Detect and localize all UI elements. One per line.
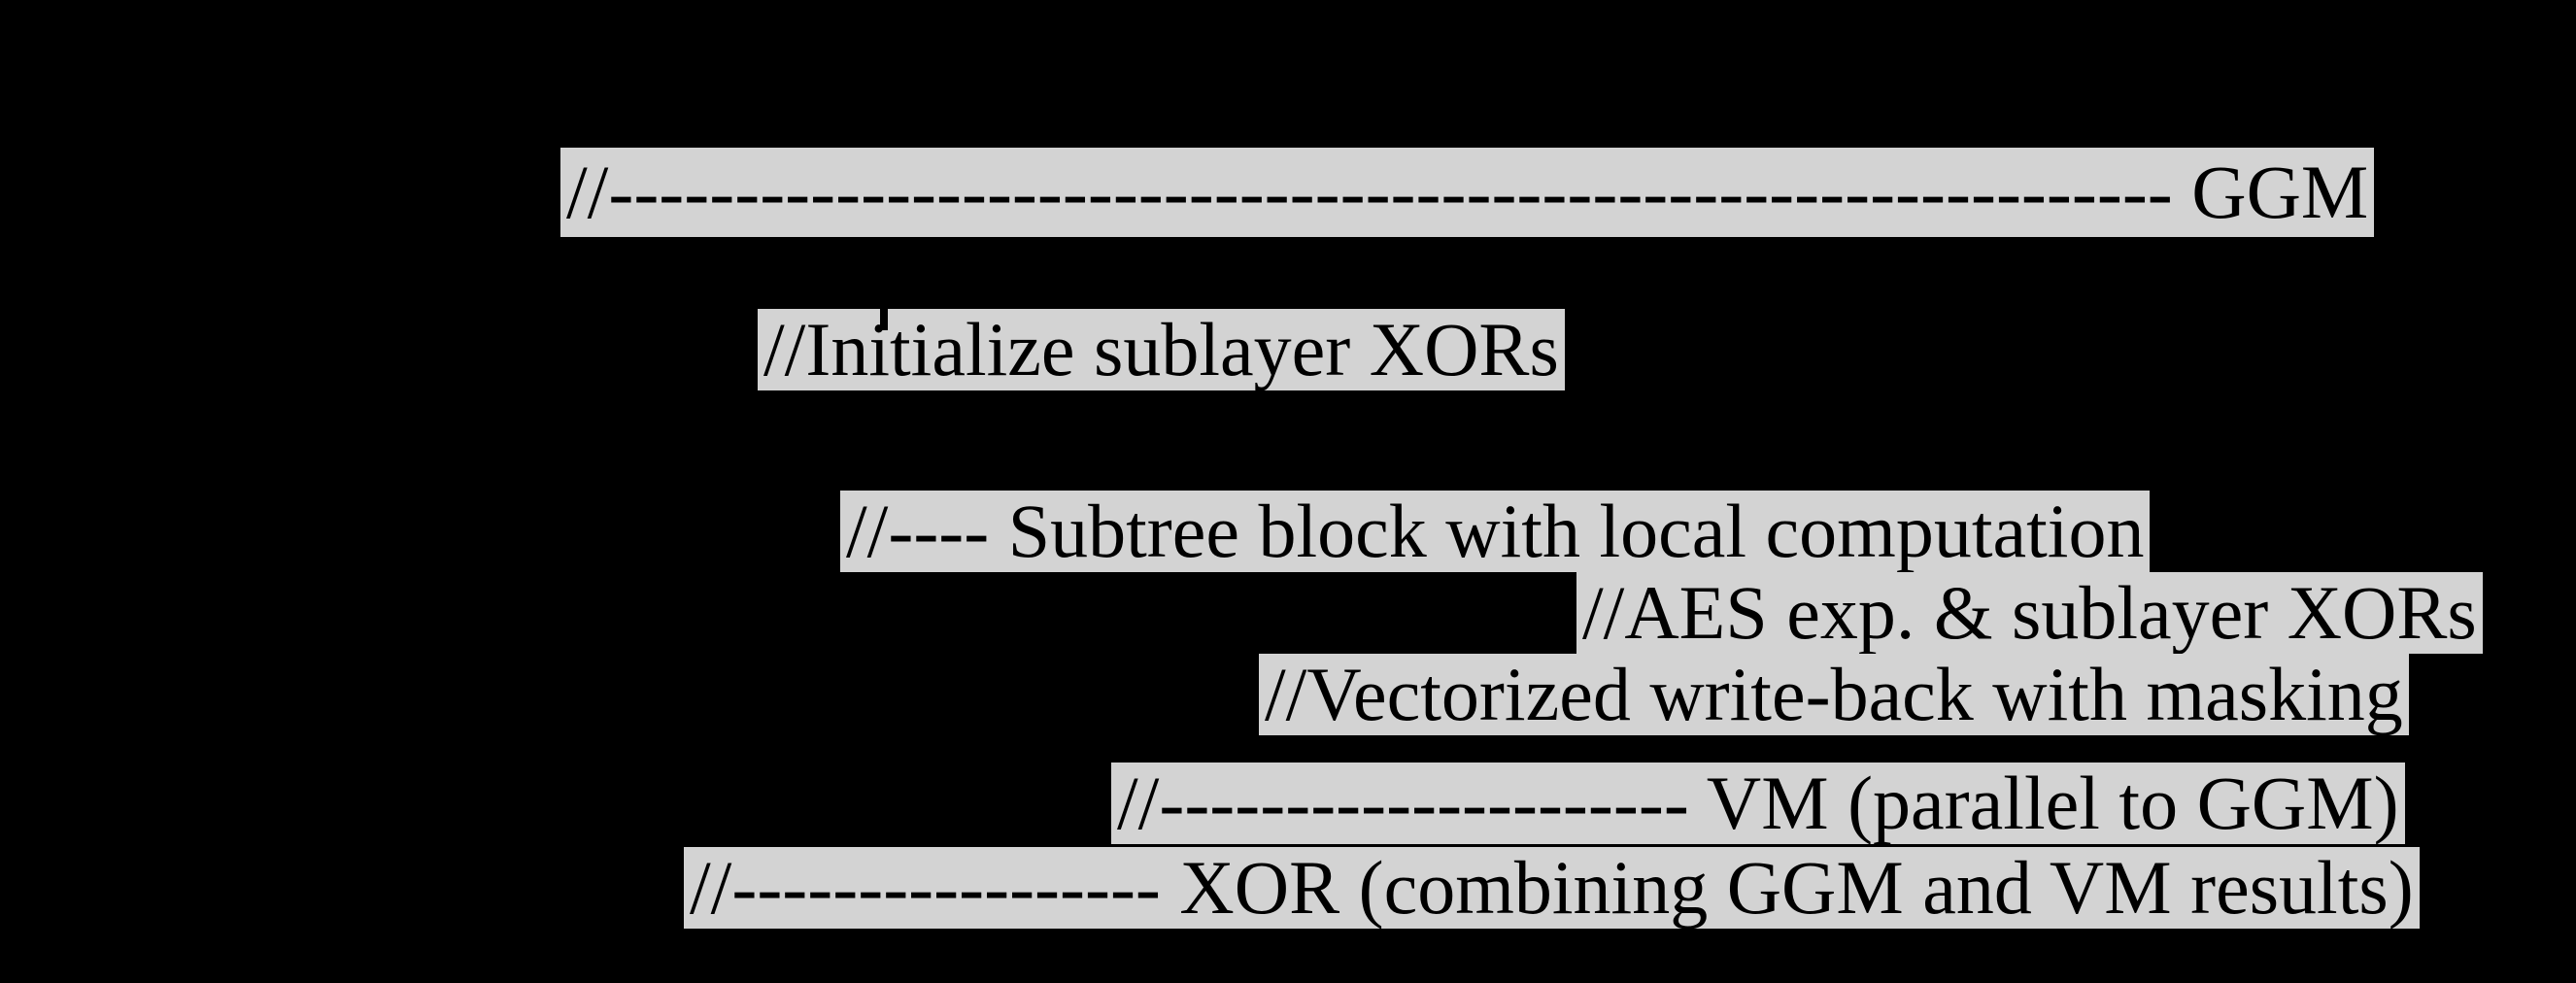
- comment-xor-divider: //----------------- XOR (combining GGM a…: [684, 847, 2420, 929]
- comment-vm-divider: //--------------------- VM (parallel to …: [1111, 763, 2405, 844]
- comment-subtree-block: //---- Subtree block with local computat…: [840, 491, 2151, 572]
- comment-ggm-divider: //--------------------------------------…: [560, 148, 2375, 237]
- hidden-text-descender-artifact: [880, 309, 888, 330]
- comment-initialize-sublayer-xors: //Initialize sublayer XORs: [758, 309, 1565, 390]
- comment-vectorized-writeback: //Vectorized write-back with masking: [1259, 654, 2409, 735]
- comment-aes-exp-sublayer-xors: //AES exp. & sublayer XORs: [1576, 572, 2483, 654]
